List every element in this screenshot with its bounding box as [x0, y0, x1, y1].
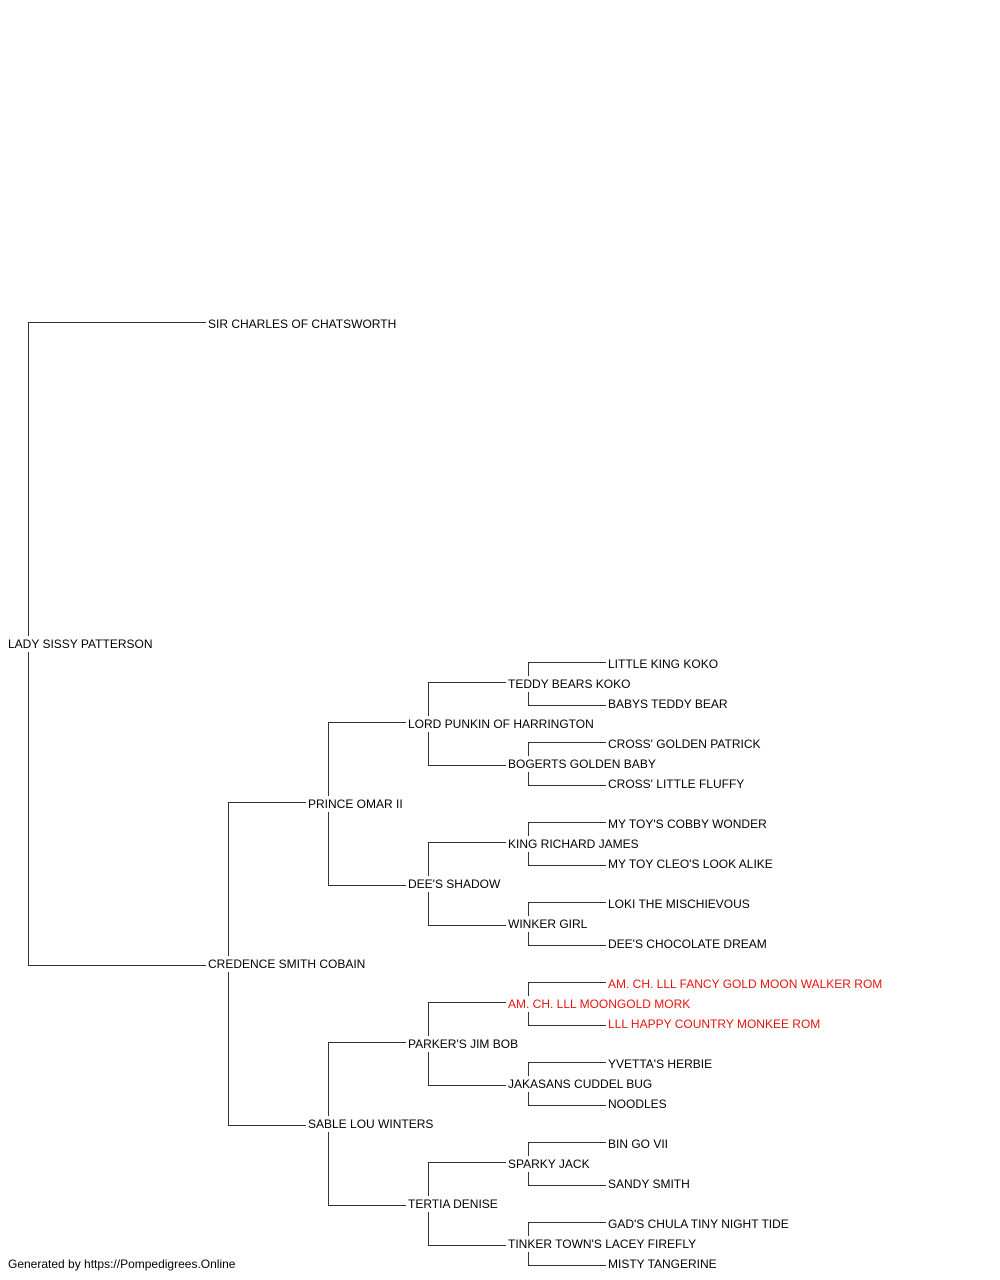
subject-name: LADY SISSY PATTERSON	[8, 637, 153, 651]
ancestor-name: SPARKY JACK	[508, 1157, 590, 1171]
ancestor-name: MY TOY CLEO'S LOOK ALIKE	[608, 857, 773, 871]
connector-line	[328, 722, 406, 796]
ancestor-name: CROSS' LITTLE FLUFFY	[608, 777, 745, 791]
connector-line	[528, 982, 606, 996]
generated-by-footer: Generated by https://Pompedigrees.Online	[8, 1257, 236, 1271]
ancestor-name: LOKI THE MISCHIEVOUS	[608, 897, 750, 911]
ancestor-name: GAD'S CHULA TINY NIGHT TIDE	[608, 1217, 789, 1231]
connector-line	[528, 692, 606, 706]
connector-line	[528, 742, 606, 756]
connector-line	[428, 1052, 506, 1086]
connector-line	[528, 1172, 606, 1186]
granddam-dam-name: SABLE LOU WINTERS	[308, 1117, 434, 1131]
connector-line	[428, 1002, 506, 1036]
connector-line	[528, 822, 606, 836]
sire-name: SIR CHARLES OF CHATSWORTH	[208, 317, 397, 331]
ancestor-name: BABYS TEDDY BEAR	[608, 697, 728, 711]
ancestor-name: WINKER GIRL	[508, 917, 588, 931]
ancestor-name: SANDY SMITH	[608, 1177, 690, 1191]
connector-line	[528, 902, 606, 916]
ancestor-name-highlighted: LLL HAPPY COUNTRY MONKEE ROM	[608, 1017, 821, 1031]
ancestor-name: KING RICHARD JAMES	[508, 837, 639, 851]
connector-line	[228, 972, 306, 1126]
connector-line	[528, 1062, 606, 1076]
connector-line	[528, 662, 606, 676]
ancestor-name: DEE'S SHADOW	[408, 877, 501, 891]
ancestor-name: NOODLES	[608, 1097, 667, 1111]
connector-line	[528, 932, 606, 946]
connector-line	[328, 1042, 406, 1116]
connector-line	[428, 732, 506, 766]
connector-line	[428, 842, 506, 876]
connector-line	[428, 682, 506, 716]
connector-line	[528, 1252, 606, 1266]
ancestor-name: BIN GO VII	[608, 1137, 669, 1151]
connector-line	[328, 812, 406, 886]
dam-name: CREDENCE SMITH COBAIN	[208, 957, 366, 971]
connector-line	[528, 1092, 606, 1106]
ancestor-name-highlighted: AM. CH. LLL FANCY GOLD MOON WALKER ROM	[608, 977, 883, 991]
connector-line	[428, 1162, 506, 1196]
connector-line	[28, 322, 206, 636]
ancestor-name: LITTLE KING KOKO	[608, 657, 719, 671]
connector-line	[528, 1012, 606, 1026]
ancestor-name-highlighted: AM. CH. LLL MOONGOLD MORK	[508, 997, 691, 1011]
connector-line	[528, 852, 606, 866]
ancestor-name: BOGERTS GOLDEN BABY	[508, 757, 656, 771]
ancestor-name: CROSS' GOLDEN PATRICK	[608, 737, 761, 751]
ancestor-name: TEDDY BEARS KOKO	[508, 677, 631, 691]
ancestor-name: MISTY TANGERINE	[608, 1257, 717, 1271]
ancestor-name: LORD PUNKIN OF HARRINGTON	[408, 717, 594, 731]
ancestor-name: MY TOY'S COBBY WONDER	[608, 817, 767, 831]
ancestor-name: TINKER TOWN'S LACEY FIREFLY	[508, 1237, 697, 1251]
connector-line	[428, 892, 506, 926]
connector-line	[228, 802, 306, 956]
ancestor-name: DEE'S CHOCOLATE DREAM	[608, 937, 767, 951]
connector-line	[428, 1212, 506, 1246]
connector-line	[528, 1222, 606, 1236]
ancestor-name: TERTIA DENISE	[408, 1197, 498, 1211]
connector-line	[28, 652, 206, 966]
ancestor-name: JAKASANS CUDDEL BUG	[508, 1077, 653, 1091]
granddam-sire-name: PRINCE OMAR II	[308, 797, 403, 811]
ancestor-name: YVETTA'S HERBIE	[608, 1057, 713, 1071]
connector-line	[328, 1132, 406, 1206]
connector-line	[528, 1142, 606, 1156]
ancestor-name: PARKER'S JIM BOB	[408, 1037, 519, 1051]
connector-line	[528, 772, 606, 786]
